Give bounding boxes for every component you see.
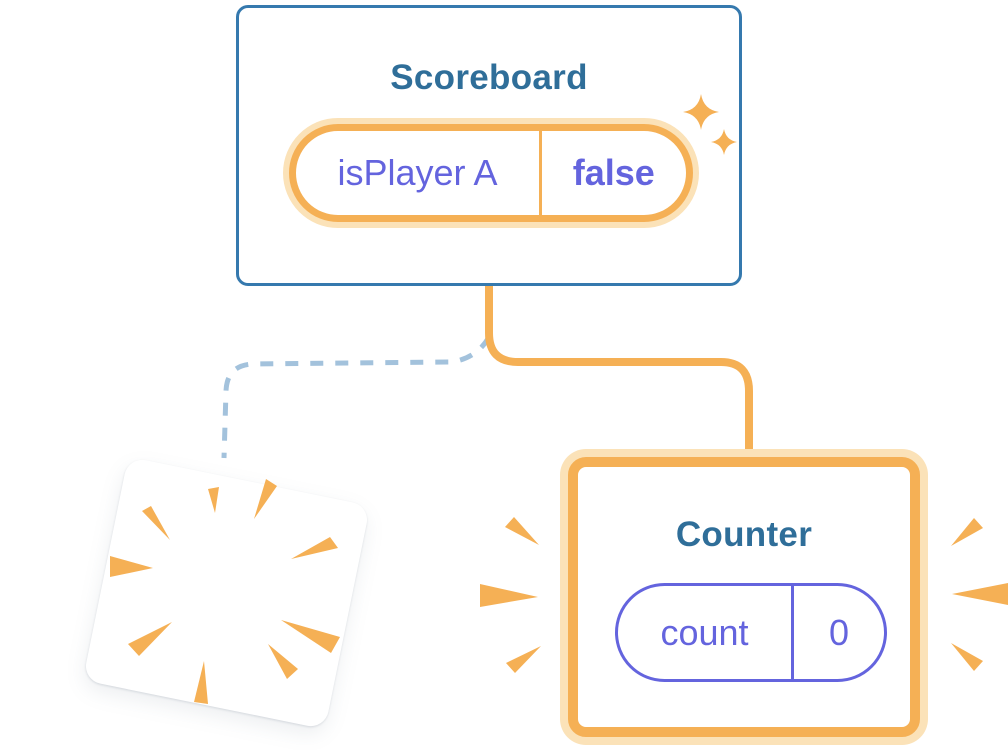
emphasis-wedge xyxy=(951,643,983,671)
state-label: isPlayer A xyxy=(337,152,498,193)
emphasis-wedge xyxy=(951,518,983,546)
emphasis-lines-right xyxy=(951,518,1008,671)
removed-component-card xyxy=(82,456,371,730)
emphasis-lines-left xyxy=(480,517,541,673)
scoreboard-state-pill: isPlayer A false xyxy=(289,124,693,222)
emphasis-wedge xyxy=(480,584,538,607)
state-value: false xyxy=(572,152,655,193)
counter-card: Counter count 0 xyxy=(568,457,920,737)
pill-divider xyxy=(791,586,794,679)
dashed-connector-removed xyxy=(221,335,492,459)
scoreboard-card: Scoreboard isPlayer A false xyxy=(236,5,742,286)
emphasis-wedge xyxy=(952,583,1008,605)
counter-title: Counter xyxy=(675,515,813,554)
emphasis-wedge xyxy=(505,517,539,545)
counter-state-pill: count 0 xyxy=(615,583,887,682)
solid-connector-counter xyxy=(485,282,753,460)
state-value: 0 xyxy=(828,611,850,653)
emphasis-wedge xyxy=(506,646,541,673)
state-label: count xyxy=(660,611,749,653)
pill-divider xyxy=(539,131,542,215)
scoreboard-title: Scoreboard xyxy=(390,58,588,97)
